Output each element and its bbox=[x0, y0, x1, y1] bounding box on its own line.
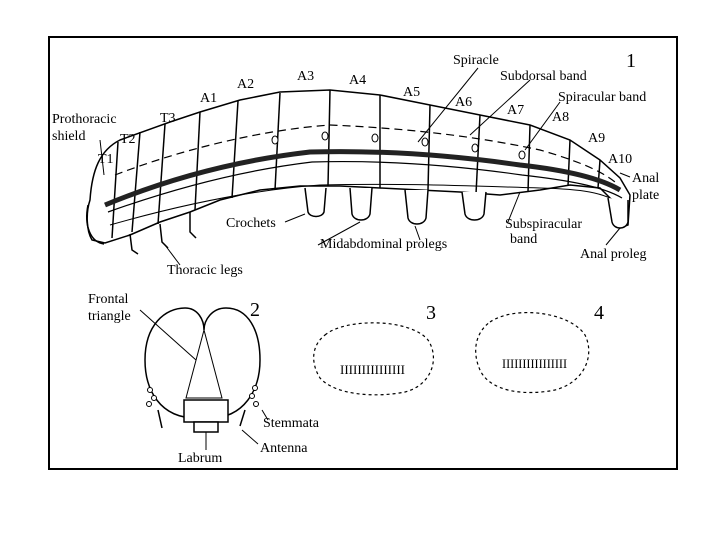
panel-number-4: 4 bbox=[594, 302, 604, 324]
leader-lines bbox=[99, 67, 631, 266]
spiracular-band bbox=[104, 149, 622, 208]
label-a4: A4 bbox=[349, 73, 366, 88]
label-anal: Anal bbox=[632, 171, 659, 186]
label-a10: A10 bbox=[608, 152, 632, 167]
head-capsule bbox=[144, 307, 261, 433]
label-a6: A6 bbox=[455, 95, 472, 110]
label-subspiracular: Subspiracular bbox=[505, 217, 582, 232]
label-t3: T3 bbox=[160, 111, 176, 126]
crochet-row-3: IIIIIIIIIIIIIII bbox=[340, 362, 405, 377]
label-a3: A3 bbox=[297, 69, 314, 84]
anal-proleg bbox=[607, 197, 629, 229]
panel-number-1: 1 bbox=[626, 50, 636, 72]
label-labrum: Labrum bbox=[178, 451, 222, 466]
label-anal-proleg: Anal proleg bbox=[580, 247, 646, 262]
label-t2: T2 bbox=[120, 132, 136, 147]
label-plate: plate bbox=[632, 188, 659, 203]
label-spiracular-band: Spiracular band bbox=[558, 90, 646, 105]
proleg-outline-3 bbox=[313, 322, 434, 396]
label-a8: A8 bbox=[552, 110, 569, 125]
label-antenna: Antenna bbox=[260, 441, 308, 456]
label-thoracic-legs: Thoracic legs bbox=[167, 263, 243, 278]
label-a2: A2 bbox=[237, 77, 254, 92]
subdorsal-band bbox=[114, 124, 616, 183]
label-crochets: Crochets bbox=[226, 216, 276, 231]
midabdominal-prolegs bbox=[304, 187, 487, 225]
label-a7: A7 bbox=[507, 103, 524, 118]
label-t1: T1 bbox=[98, 152, 114, 167]
label-spiracle: Spiracle bbox=[453, 53, 499, 68]
antennae bbox=[157, 409, 246, 429]
label-triangle: triangle bbox=[88, 309, 131, 324]
label-a9: A9 bbox=[588, 131, 605, 146]
label-subdorsal-band: Subdorsal band bbox=[500, 69, 587, 84]
panel-number-3: 3 bbox=[426, 302, 436, 324]
subspiracular-band bbox=[109, 183, 623, 226]
larva-body bbox=[86, 89, 631, 245]
stemmata bbox=[146, 385, 259, 407]
label-shield: shield bbox=[52, 129, 85, 144]
label-stemmata: Stemmata bbox=[263, 416, 320, 431]
head-leader-lines bbox=[139, 309, 269, 450]
thoracic-legs bbox=[129, 212, 197, 255]
label-a5: A5 bbox=[403, 85, 420, 100]
label-a1: A1 bbox=[200, 91, 217, 106]
label-band: band bbox=[510, 232, 537, 247]
crochet-row-4: IIIIIIIIIIIIIIII bbox=[502, 356, 567, 371]
label-midabdominal-prolegs: Midabdominal prolegs bbox=[320, 237, 447, 252]
proleg-outline-4 bbox=[475, 311, 590, 394]
spiracles bbox=[271, 131, 526, 160]
panel-number-2: 2 bbox=[250, 299, 260, 321]
label-prothoracic: Prothoracic bbox=[52, 112, 117, 127]
label-frontal: Frontal bbox=[88, 292, 129, 307]
